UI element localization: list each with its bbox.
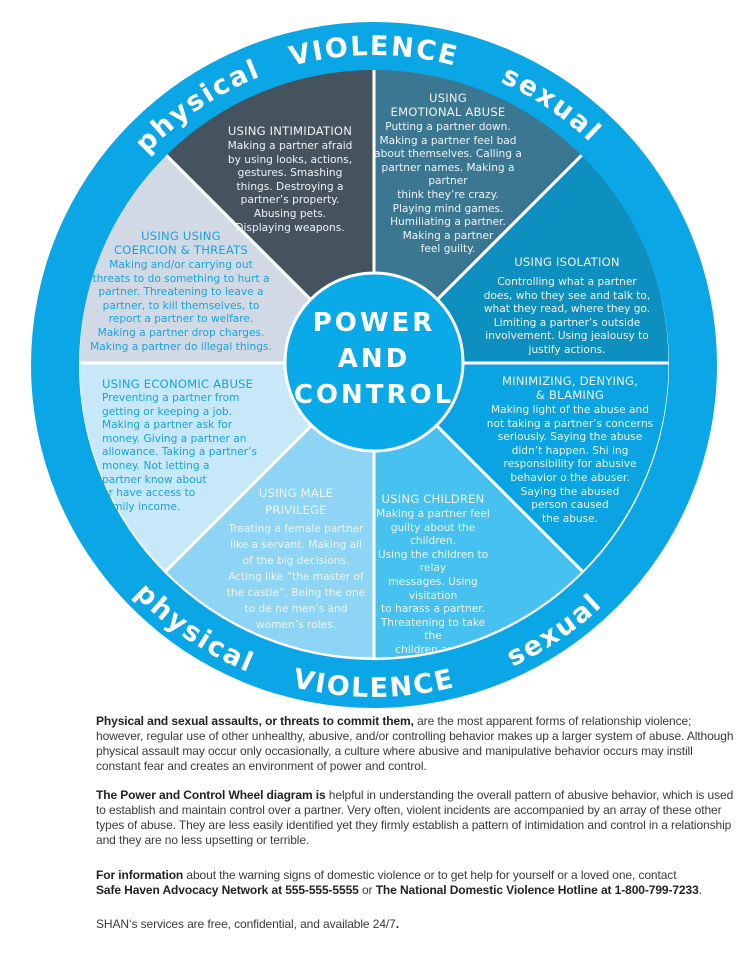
segment-emotional-text: USING EMOTIONAL ABUSE Putting a partner …	[370, 91, 526, 257]
paragraph-body: are the most apparent forms of relations…	[96, 714, 734, 773]
segment-title: USING INTIMIDATION	[227, 124, 353, 138]
segment-children-text: USING CHILDREN Making a partner feel gui…	[372, 492, 494, 658]
segment-body: Treating a female partner like a servant…	[226, 523, 366, 631]
services-text: SHAN‘s services are free, confidential, …	[96, 917, 396, 931]
center-title: POWER AND CONTROL	[286, 305, 462, 413]
segment-male-privilege	[162, 359, 376, 661]
segment-minimizing-text: MINIMIZING, DENYING, & BLAMING Making li…	[484, 374, 656, 526]
segment-body: Making a partner feel guilty about the c…	[376, 508, 490, 656]
segment-coercion-text: USING USING COERCION & THREATS Making an…	[86, 229, 276, 354]
segment-body: Preventing a partner from getting or kee…	[102, 392, 257, 513]
services-end: .	[395, 917, 399, 931]
contact-hotline: The National Domestic Violence Hotline a…	[375, 883, 699, 897]
segment-body: Making light of the abuse and not taking…	[486, 404, 654, 525]
segment-body: Making a partner afraid by using looks, …	[227, 140, 353, 234]
segment-title: USING MALE PRIVILEGE	[258, 486, 334, 517]
segment-isolation-text: USING ISOLATION Controlling what a partn…	[477, 255, 657, 358]
info-text: Physical and sexual assaults, or threats…	[96, 714, 736, 932]
paragraph-lead: For information	[96, 868, 184, 882]
paragraph-wheel: The Power and Control Wheel diagram is h…	[96, 788, 736, 848]
paragraph-body: about the warning signs of domestic viol…	[183, 868, 677, 882]
paragraph-lead: Physical and sexual assaults, or threats…	[96, 714, 414, 728]
center-line-power: POWER	[312, 308, 436, 338]
violence-ring: physical VIOLENCE sexual physical VIOLEN…	[31, 22, 717, 708]
segment-male-privilege-text: USING MALE PRIVILEGE Treating a female p…	[226, 485, 366, 633]
center-line-and: AND	[337, 344, 411, 374]
center-line-control: CONTROL	[293, 380, 455, 410]
segment-body: Putting a partner down. Making a partner…	[374, 121, 522, 256]
segment-title: USING CHILDREN	[381, 492, 485, 506]
segment-title: USING ECONOMIC ABUSE	[102, 377, 254, 391]
paragraph-contact: For information about the warning signs …	[96, 868, 736, 898]
segment-body: Controlling what a partner does, who the…	[483, 276, 651, 356]
paragraph-body: helpful in understanding the overall pat…	[96, 788, 734, 847]
segment-title: MINIMIZING, DENYING, & BLAMING	[501, 374, 639, 402]
contact-shan: Safe Haven Advocacy Network at 555-555-5…	[96, 883, 359, 897]
segment-economic-text: USING ECONOMIC ABUSE Preventing a partne…	[102, 377, 277, 514]
segment-title: USING USING COERCION & THREATS	[113, 229, 248, 257]
contact-or: or	[358, 883, 376, 897]
segment-children	[372, 359, 586, 661]
segment-title: USING EMOTIONAL ABUSE	[390, 91, 506, 119]
paragraph-services: SHAN‘s services are free, confidential, …	[96, 917, 736, 932]
segment-intimidation-text: USING INTIMIDATION Making a partner afra…	[200, 124, 380, 235]
contact-end: .	[698, 883, 702, 897]
segment-title: USING ISOLATION	[514, 255, 620, 269]
center-hub	[283, 271, 465, 453]
paragraph-assaults: Physical and sexual assaults, or threats…	[96, 714, 736, 774]
segment-body: Making and/or carrying out threats to do…	[90, 259, 272, 353]
paragraph-lead: The Power and Control Wheel diagram is	[96, 788, 326, 802]
